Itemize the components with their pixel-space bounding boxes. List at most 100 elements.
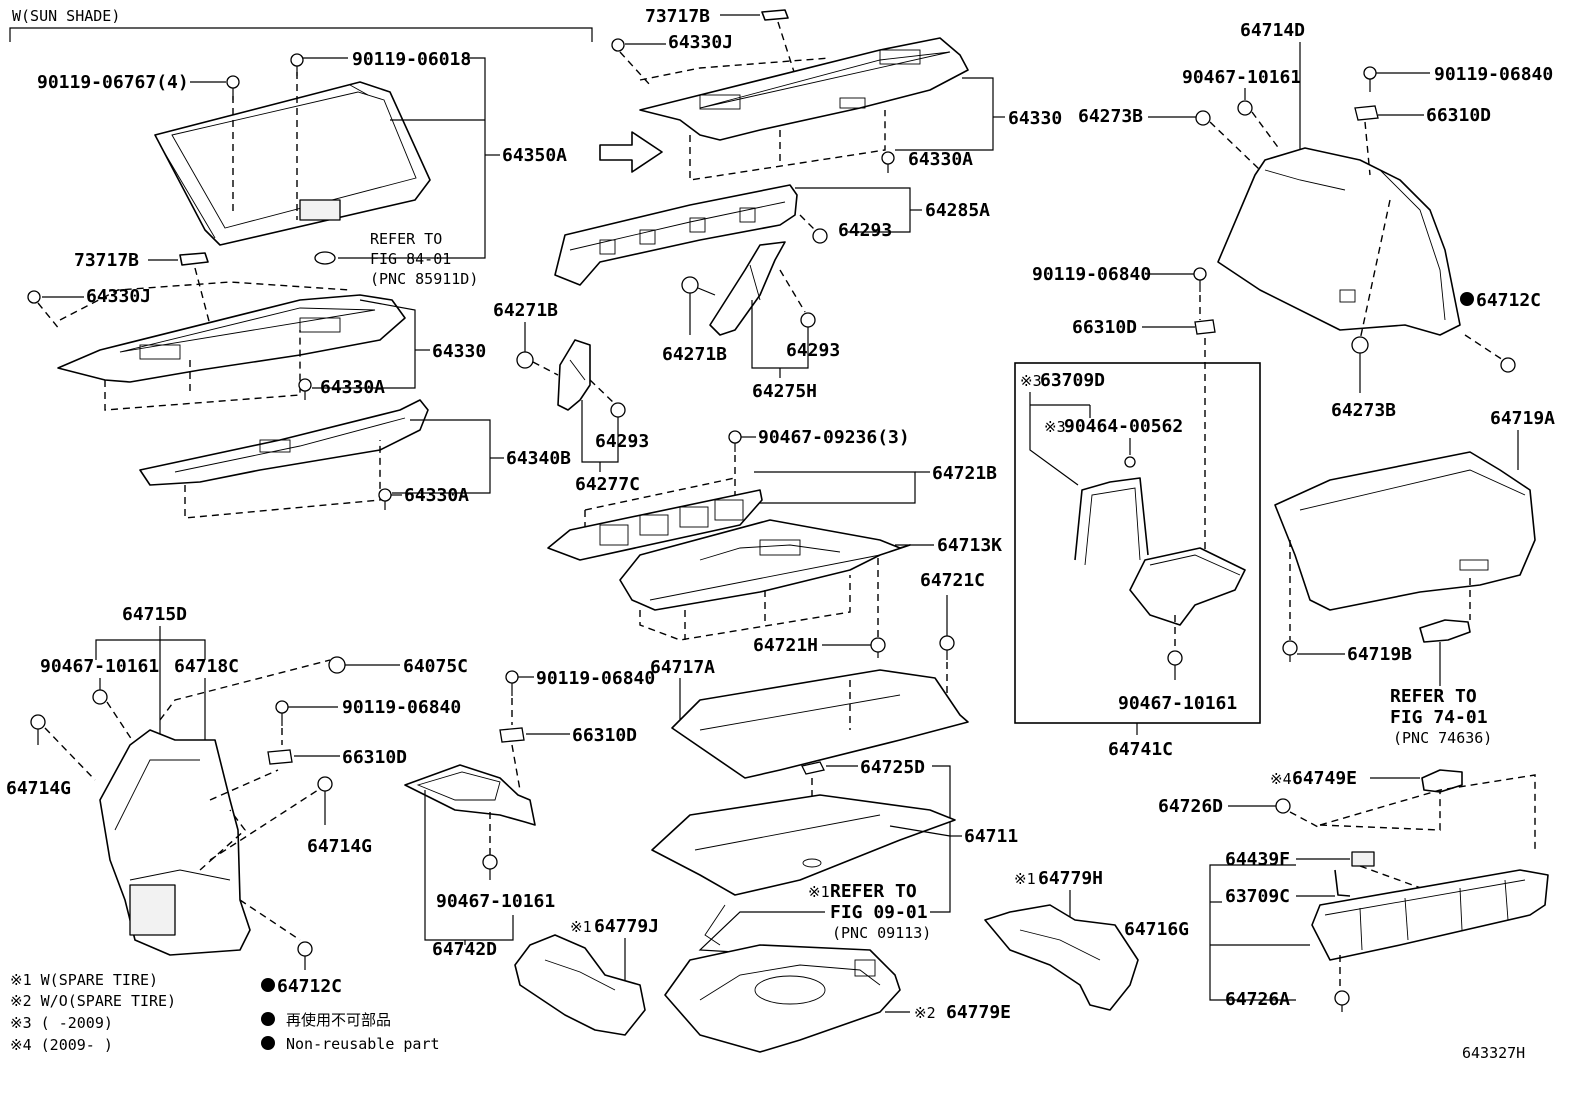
- scuff-plate-group: ※4 64749E 64726D 64439F 63709C 64716G 6: [1124, 768, 1549, 1012]
- ref-fig-74-01-line1: REFER TO: [1390, 686, 1477, 707]
- clip-90464-00562: [1124, 456, 1136, 468]
- nut-66310D-right2: [1194, 319, 1216, 335]
- screw-64330J-top: [611, 38, 625, 52]
- spare-tire-cover-64779E: [664, 944, 901, 1053]
- clip-64719B: [1282, 640, 1298, 662]
- clip-64293-a: [812, 228, 828, 244]
- bracket-group: 64285A 64293 64271B 64293 64275H 64271B …: [493, 184, 990, 495]
- part-66310D-left: 66310D: [342, 747, 407, 768]
- reinforcement-64721B: [547, 489, 763, 561]
- side-box-group: 90119-06840 66310D 90467-10161 64742D: [404, 668, 655, 960]
- part-64330J-left: 64330J: [86, 286, 151, 307]
- part-64725D: 64725D: [860, 757, 925, 778]
- part-64714D: 64714D: [1240, 20, 1305, 41]
- part-90467-10161-left: 90467-10161: [40, 656, 159, 677]
- ref-fig-09-01-line1: REFER TO: [830, 881, 917, 902]
- pad-73717B-top: [761, 9, 789, 21]
- grommet-64271B-a: [516, 351, 534, 369]
- bracket-64277C: [557, 339, 591, 411]
- part-64273B-b: 64273B: [1331, 400, 1396, 421]
- part-64275H: 64275H: [752, 381, 817, 402]
- part-63709D: 63709D: [1040, 370, 1105, 391]
- part-64330A-left1: 64330A: [320, 377, 385, 398]
- clip-64330A-left1: [298, 378, 312, 400]
- part-90119-06018: 90119-06018: [352, 49, 471, 70]
- section-title: W(SUN SHADE): [12, 7, 120, 25]
- part-64719A: 64719A: [1490, 408, 1555, 429]
- note-4: ※4 (2009- ): [10, 1036, 113, 1054]
- jack-rod: [704, 904, 726, 946]
- ref-fig-74-01-line3: (PNC 74636): [1393, 729, 1492, 747]
- clip-64721H: [870, 637, 886, 658]
- hook-63709C: [1334, 869, 1351, 897]
- part-90467-10161-mid: 90467-10161: [436, 891, 555, 912]
- nut-66310D-left: [267, 749, 293, 765]
- part-63709C: 63709C: [1225, 886, 1290, 907]
- part-90119-06840-right1: 90119-06840: [1434, 64, 1553, 85]
- part-64713K: 64713K: [937, 535, 1002, 556]
- legend-dot-2: [261, 1036, 275, 1050]
- legend: ※1 W(SPARE TIRE) ※2 W/O(SPARE TIRE) ※3 (…: [10, 971, 1525, 1062]
- mark-3-63709D: ※3: [1020, 372, 1042, 390]
- grommet-64271B-b: [681, 276, 716, 296]
- back-door-trim-group: 64719A 64719B REFER TO FIG 74-01 (PNC 74…: [1274, 408, 1555, 747]
- part-73717B-left: 73717B: [74, 250, 139, 271]
- part-64719B: 64719B: [1347, 644, 1412, 665]
- part-64075C: 64075C: [403, 656, 468, 677]
- clip-64714G-a: [30, 714, 46, 745]
- back-door-trim-64719A: [1274, 451, 1536, 611]
- bolt-90119-06767: [226, 75, 240, 100]
- part-64779J: 64779J: [594, 916, 659, 937]
- part-66310D-right1: 66310D: [1426, 105, 1491, 126]
- screw-64273B-a: [1195, 110, 1211, 126]
- package-tray-top: [639, 37, 969, 141]
- part-64714G-b: 64714G: [307, 836, 372, 857]
- spacer-64779J: [514, 934, 646, 1036]
- part-64293-c: 64293: [595, 431, 649, 452]
- note-2: ※2 W/O(SPARE TIRE): [10, 992, 176, 1010]
- part-64779E: 64779E: [946, 1002, 1011, 1023]
- part-66310D-right2: 66310D: [1072, 317, 1137, 338]
- mark-2-64779E: ※2: [914, 1004, 936, 1022]
- clip-85911d: [314, 251, 336, 265]
- side-box-64742D: [404, 764, 536, 826]
- section-bracket: [9, 27, 593, 42]
- package-tray-top-group: 73717B 64330J 64330 64330A: [611, 6, 1062, 181]
- part-64712C-right: 64712C: [1476, 290, 1541, 311]
- part-64340B: 64340B: [506, 448, 571, 469]
- handle-74636: [1419, 619, 1471, 643]
- part-64293-a: 64293: [838, 220, 892, 241]
- clip-64726A: [1334, 990, 1350, 1012]
- bracket-64285A: [554, 184, 798, 286]
- bracket-64275H: [709, 241, 786, 336]
- ref-fig-09-01-line2: FIG 09-01: [830, 902, 928, 923]
- floor-pan-64713K: [619, 519, 911, 611]
- part-64711: 64711: [964, 826, 1018, 847]
- part-90467-09236: 90467-09236(3): [758, 427, 910, 448]
- mark-1-ref-09: ※1: [808, 883, 830, 901]
- clip-64293-b: [800, 312, 816, 328]
- part-90119-06840-left: 90119-06840: [342, 697, 461, 718]
- nut-66310D-mid: [499, 727, 525, 743]
- nut-66310D-right1: [1354, 105, 1379, 121]
- package-tray-left: [57, 294, 406, 383]
- bolt-90119-06840-right1: [1363, 66, 1377, 92]
- ref-fig-84-01-line3: (PNC 85911D): [370, 270, 478, 288]
- spacer-64779H: [984, 904, 1139, 1011]
- ref-fig-74-01-line2: FIG 74-01: [1390, 707, 1488, 728]
- quarter-trim-64714D: [1217, 147, 1461, 336]
- part-64330-left: 64330: [432, 341, 486, 362]
- quarter-trim-64715D: [99, 729, 251, 956]
- bolt-90119-06018: [290, 53, 304, 76]
- part-64717A: 64717A: [650, 657, 715, 678]
- ref-fig-09-01-line3: (PNC 09113): [832, 924, 931, 942]
- part-64330J-top: 64330J: [668, 32, 733, 53]
- clip-90467-10161-box: [1167, 650, 1183, 680]
- part-64277C: 64277C: [575, 474, 640, 495]
- clip-64075C: [328, 656, 346, 674]
- clip-90467-09236: [728, 430, 742, 452]
- ref-fig-84-01-line1: REFER TO: [370, 230, 442, 248]
- part-64285A: 64285A: [925, 200, 990, 221]
- part-64779H: 64779H: [1038, 868, 1103, 889]
